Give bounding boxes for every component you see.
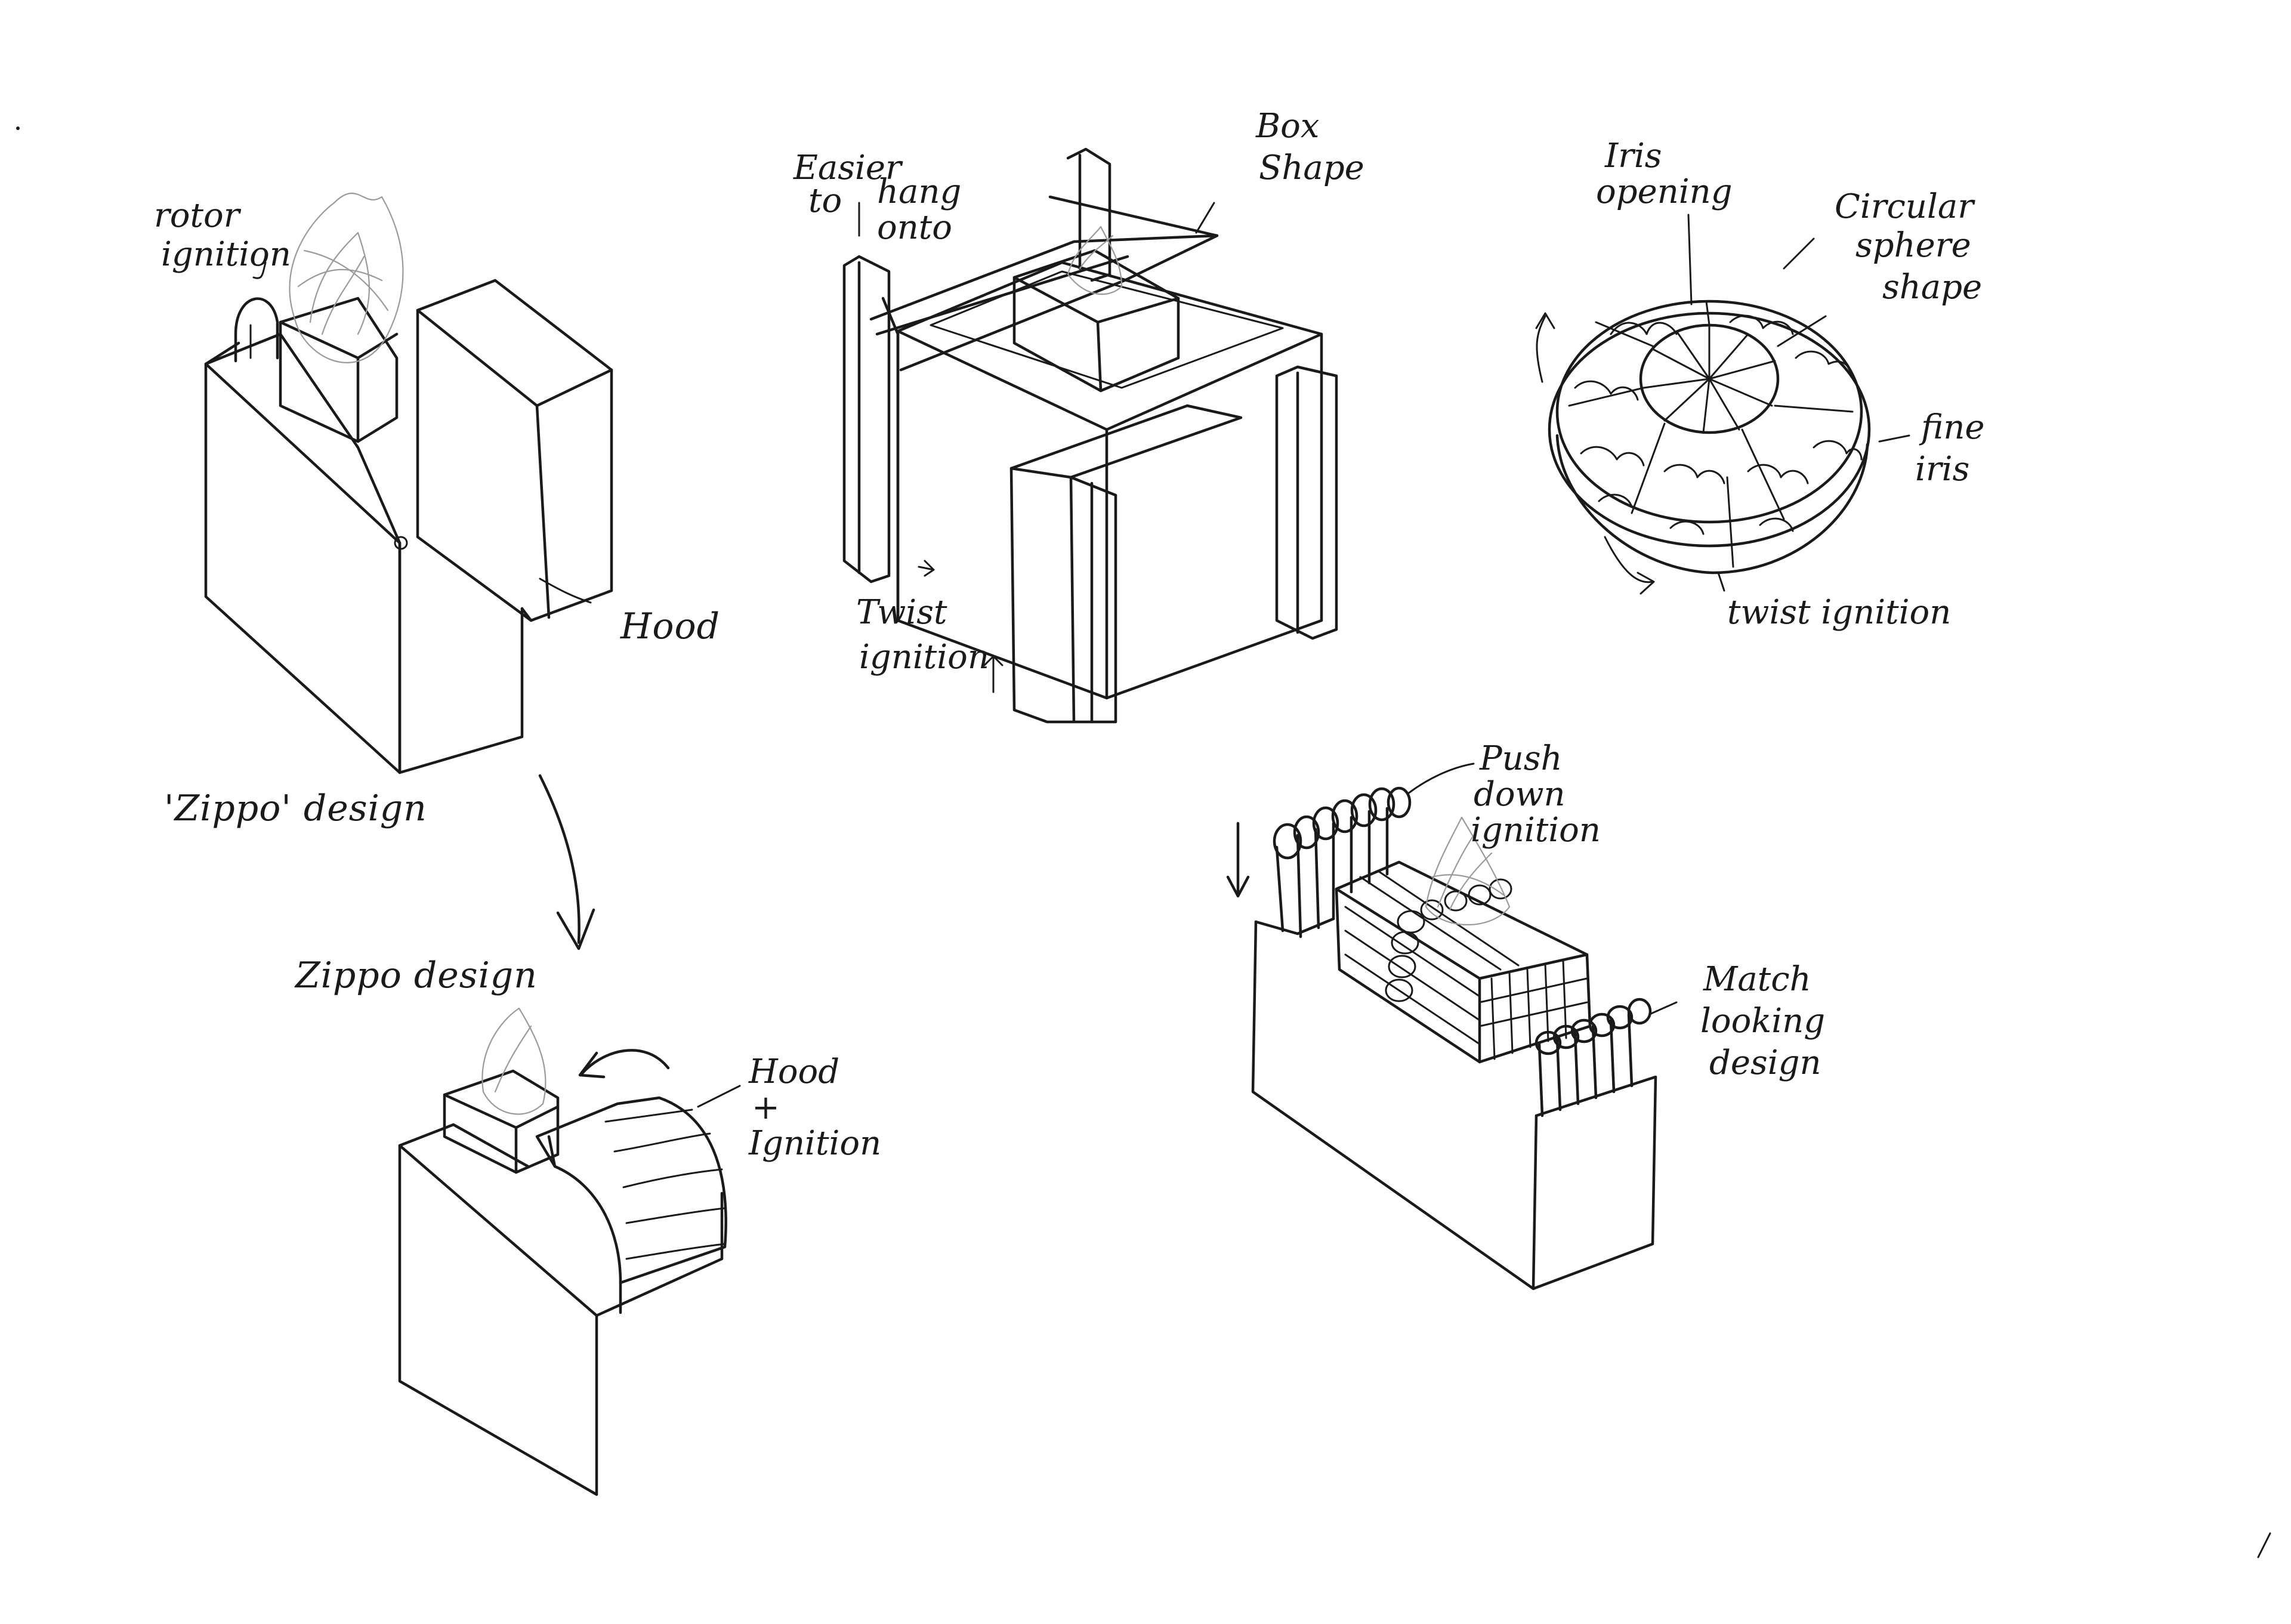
label-twist: Twist [856, 593, 947, 632]
label-looking: looking [1700, 1002, 1825, 1041]
stray-dot [16, 126, 20, 130]
sketch-box-twist [842, 147, 1338, 724]
twist-round-pointer [1717, 572, 1725, 592]
label-hood: Hood [620, 606, 720, 647]
label-design: design [1709, 1043, 1821, 1082]
label-to: to [808, 181, 842, 220]
label-push-ignition: ignition [1471, 811, 1601, 850]
hood-ignition-pointer [697, 1085, 741, 1108]
label-twist-ignition-round: twist ignition [1727, 593, 1951, 632]
label-ignition-2: Ignition [748, 1124, 881, 1163]
stray-mark [2257, 1532, 2271, 1558]
push-down-pointer [1407, 762, 1475, 795]
label-plus: + [752, 1088, 780, 1127]
label-sphere: sphere [1855, 226, 1971, 265]
label-circular: Circular [1835, 187, 1975, 226]
label-iris: Iris [1604, 137, 1662, 175]
label-fine: fine [1919, 408, 1985, 447]
sketch-match-design [1226, 786, 1657, 1290]
label-zippo-design: 'Zippo' design [164, 788, 427, 829]
fine-iris-pointer [1878, 434, 1910, 443]
label-fine-iris: iris [1915, 450, 1969, 489]
label-ignition: ignition [161, 235, 291, 274]
iris-pointer [1687, 214, 1693, 305]
sketch-iris-sphere [1535, 300, 1871, 595]
circular-pointer [1783, 237, 1815, 270]
sketch-zippo-hood [398, 1007, 727, 1496]
label-box: Box [1255, 107, 1319, 146]
label-shape: Shape [1259, 149, 1364, 187]
twist-arrow-right [983, 655, 1004, 693]
box-shape-pointer [1195, 202, 1215, 234]
label-easier: Easier [793, 149, 903, 187]
label-opening: opening [1596, 172, 1733, 211]
sketch-zippo-rotor [204, 192, 613, 774]
match-looking-pointer [1648, 1001, 1678, 1015]
label-hood-2: Hood [748, 1052, 839, 1091]
hood-pointer [539, 578, 592, 604]
label-rotor: rotor [154, 196, 242, 235]
rotor-pointer [252, 261, 267, 279]
label-twist-ignition: ignition [859, 638, 989, 677]
label-onto: onto [877, 208, 952, 247]
label-hang: hang [877, 172, 961, 211]
label-sphere-shape: shape [1882, 268, 1982, 307]
label-match: Match [1703, 960, 1811, 999]
twist-arrow-left [918, 560, 935, 577]
label-down: down [1474, 775, 1566, 814]
label-push: Push [1479, 739, 1563, 778]
label-zippo-design-2: Zippo design [294, 955, 538, 996]
arrow-down [538, 774, 595, 950]
